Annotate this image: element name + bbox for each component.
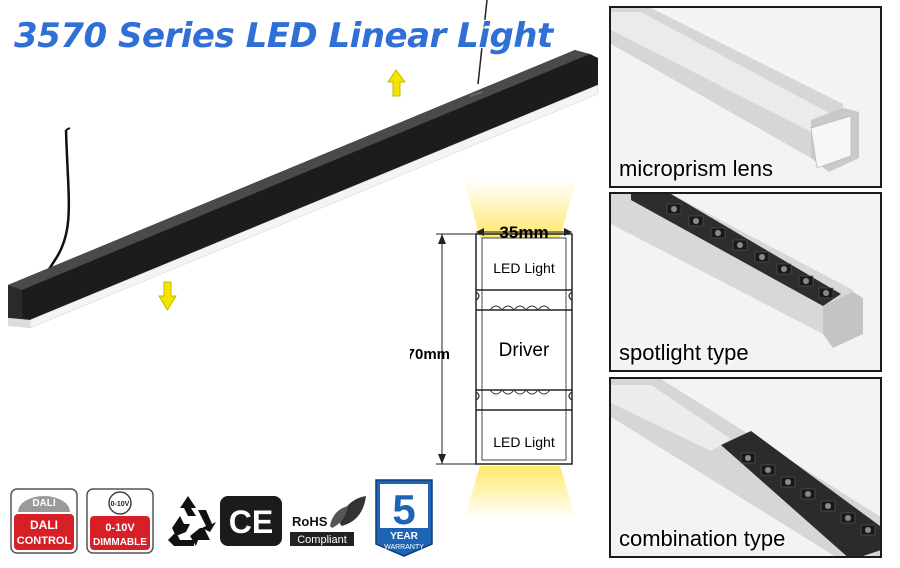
panel-label: combination type	[619, 526, 786, 551]
dali-line1-text: DALI	[30, 518, 58, 532]
page-title: 3570 Series LED Linear Light	[14, 16, 553, 56]
rohs-compliant-badge: RoHS Compliant	[290, 496, 366, 546]
arrow-down-icon	[158, 281, 177, 311]
panel-microprism-lens: microprism lens	[609, 6, 882, 188]
warranty-year-text: YEAR	[390, 531, 419, 542]
dimmable-badge: 0-10V 0-10V DIMMABLE	[86, 488, 154, 554]
panel-label: spotlight type	[619, 340, 749, 365]
rohs-text: RoHS	[292, 514, 328, 529]
dali-top-text: DALI	[32, 498, 56, 509]
width-dimension-label: 35mm	[499, 223, 548, 242]
dim-line2-text: DIMMABLE	[93, 537, 147, 548]
dali-control-badge: DALI DALI CONTROL	[10, 488, 78, 554]
warranty-number: 5	[392, 486, 415, 533]
linear-light-illustration	[8, 0, 599, 329]
ce-mark-badge: CE	[220, 496, 282, 546]
arrow-up-icon	[387, 69, 406, 97]
panel-combination-type: combination type	[609, 377, 882, 558]
panel-label: microprism lens	[619, 156, 774, 181]
dimmer-dial-text: 0-10V	[111, 501, 130, 508]
panel-spotlight-type: spotlight type	[609, 192, 882, 372]
compliant-text: Compliant	[297, 534, 347, 546]
suspension-cable	[477, 0, 488, 85]
leaf-icon	[340, 496, 366, 526]
lower-light-glow	[464, 466, 576, 518]
cross-section-diagram: 35mm 70mm LED Light Driver LED Light	[407, 178, 610, 518]
top-chamber-label: LED Light	[493, 260, 555, 276]
dim-line1-text: 0-10V	[105, 522, 135, 534]
middle-chamber-label: Driver	[499, 340, 550, 361]
ce-text: CE	[229, 504, 273, 540]
height-dimension-label: 70mm	[410, 346, 450, 363]
upper-light-glow	[464, 180, 576, 238]
dali-line2-text: CONTROL	[17, 535, 72, 547]
five-year-warranty-badge: 5 YEAR WARRANTY	[375, 479, 433, 557]
bottom-chamber-label: LED Light	[493, 434, 555, 450]
profile-outline	[475, 233, 573, 465]
recycle-icon	[168, 496, 216, 546]
warranty-text: WARRANTY	[384, 544, 424, 551]
